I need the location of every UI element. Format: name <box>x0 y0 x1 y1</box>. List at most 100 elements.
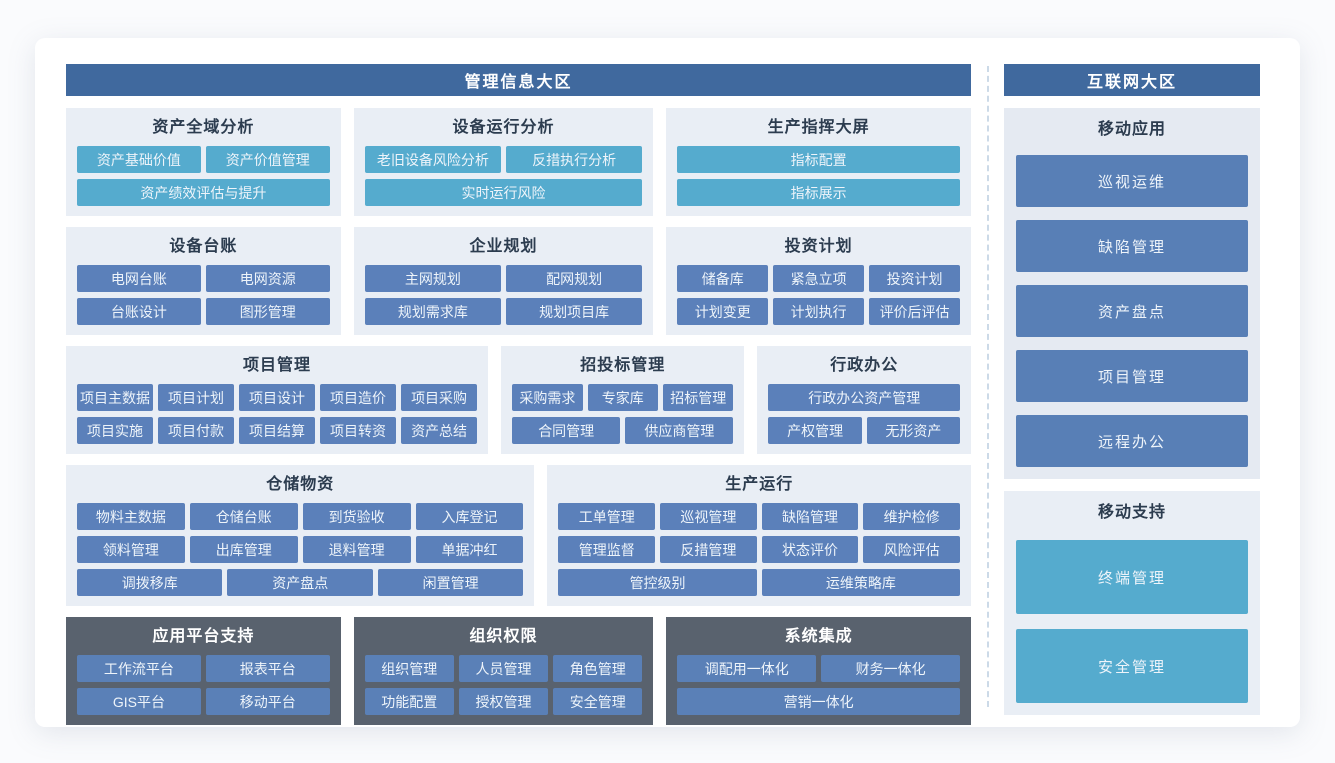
module-button[interactable]: 组织管理 <box>364 655 454 682</box>
module-button[interactable]: 营销一体化 <box>677 688 960 715</box>
button-row: 资产绩效评估与提升 <box>77 179 330 206</box>
module-button[interactable]: 规划项目库 <box>506 298 643 325</box>
module-button[interactable]: 报表平台 <box>205 655 330 682</box>
module-button[interactable]: 状态评价 <box>761 536 859 563</box>
module-button[interactable]: 项目设计 <box>239 384 316 411</box>
module-button[interactable]: 计划变更 <box>677 298 769 325</box>
module-button[interactable]: 财务一体化 <box>821 655 960 682</box>
module-section: 生产运行工单管理巡视管理缺陷管理维护检修管理监督反措管理状态评价风险评估管控级别… <box>547 465 971 606</box>
button-row: 项目主数据项目计划项目设计项目造价项目采购 <box>77 384 478 411</box>
module-button[interactable]: 调配用一体化 <box>677 655 817 682</box>
module-button[interactable]: 退料管理 <box>302 536 411 563</box>
module-button[interactable]: 缺陷管理 <box>761 503 859 530</box>
module-button[interactable]: 物料主数据 <box>77 503 185 530</box>
module-button[interactable]: 项目实施 <box>77 417 154 444</box>
button-row: 物料主数据仓储台账到货验收入库登记 <box>77 503 524 530</box>
module-button[interactable]: 闲置管理 <box>377 569 524 596</box>
module-row: 仓储物资物料主数据仓储台账到货验收入库登记领料管理出库管理退料管理单据冲红调拨移… <box>66 465 971 606</box>
module-button[interactable]: 项目付款 <box>158 417 235 444</box>
module-button[interactable]: 工单管理 <box>558 503 656 530</box>
module-button[interactable]: 反措管理 <box>660 536 757 563</box>
module-button[interactable]: 图形管理 <box>205 298 330 325</box>
module-button[interactable]: 无形资产 <box>866 417 961 444</box>
module-button[interactable]: 入库登记 <box>415 503 524 530</box>
module-button[interactable]: 专家库 <box>587 384 659 411</box>
module-button[interactable]: 安全管理 <box>553 688 643 715</box>
module-button[interactable]: GIS平台 <box>77 688 201 715</box>
module-button[interactable]: 项目主数据 <box>77 384 154 411</box>
button-row: 营销一体化 <box>677 688 960 715</box>
module-section: 组织权限组织管理人员管理角色管理功能配置授权管理安全管理 <box>353 617 654 725</box>
module-button[interactable]: 资产基础价值 <box>77 146 201 173</box>
module-button[interactable]: 巡视运维 <box>1016 155 1248 207</box>
section-title: 移动应用 <box>1097 121 1166 138</box>
module-button[interactable]: 调拨移库 <box>77 569 223 596</box>
module-button[interactable]: 仓储台账 <box>189 503 298 530</box>
module-button[interactable]: 功能配置 <box>364 688 454 715</box>
module-button[interactable]: 风险评估 <box>863 536 960 563</box>
module-row: 项目管理项目主数据项目计划项目设计项目造价项目采购项目实施项目付款项目结算项目转… <box>66 346 971 454</box>
module-button[interactable]: 老旧设备风险分析 <box>364 146 502 173</box>
module-button[interactable]: 台账设计 <box>77 298 201 325</box>
module-button[interactable]: 项目转资 <box>320 417 397 444</box>
module-button[interactable]: 配网规划 <box>506 265 643 292</box>
module-button[interactable]: 供应商管理 <box>625 417 734 444</box>
module-button[interactable]: 投资计划 <box>869 265 961 292</box>
module-button[interactable]: 维护检修 <box>863 503 960 530</box>
module-button[interactable]: 产权管理 <box>768 417 862 444</box>
module-button[interactable]: 到货验收 <box>302 503 411 530</box>
module-button[interactable]: 项目管理 <box>1016 350 1248 402</box>
module-button[interactable]: 远程办公 <box>1016 415 1248 467</box>
module-button[interactable]: 招标管理 <box>663 384 734 411</box>
module-button[interactable]: 资产价值管理 <box>205 146 330 173</box>
module-button[interactable]: 管控级别 <box>558 569 757 596</box>
module-button[interactable]: 采购需求 <box>512 384 583 411</box>
internet-zone: 互联网大区 移动应用巡视运维缺陷管理资产盘点项目管理远程办公移动支持终端管理安全… <box>1004 64 1260 715</box>
module-button[interactable]: 项目造价 <box>320 384 397 411</box>
module-button[interactable]: 合同管理 <box>512 417 621 444</box>
module-button[interactable]: 运维策略库 <box>761 569 961 596</box>
module-button[interactable]: 实时运行风险 <box>364 179 643 206</box>
section-title: 组织权限 <box>469 628 538 645</box>
module-button[interactable]: 电网资源 <box>205 265 330 292</box>
module-button[interactable]: 终端管理 <box>1016 540 1248 614</box>
section-title: 项目管理 <box>243 357 312 374</box>
module-button[interactable]: 巡视管理 <box>660 503 757 530</box>
module-button[interactable]: 移动平台 <box>205 688 330 715</box>
module-button[interactable]: 项目计划 <box>158 384 235 411</box>
module-button[interactable]: 项目结算 <box>239 417 316 444</box>
zone-divider <box>987 66 989 707</box>
module-button[interactable]: 单据冲红 <box>415 536 524 563</box>
module-button[interactable]: 规划需求库 <box>364 298 502 325</box>
module-button[interactable]: 角色管理 <box>553 655 643 682</box>
module-button[interactable]: 资产盘点 <box>1016 285 1248 337</box>
module-button[interactable]: 资产总结 <box>401 417 478 444</box>
module-button[interactable]: 储备库 <box>677 265 769 292</box>
module-button[interactable]: 行政办公资产管理 <box>768 384 960 411</box>
module-button[interactable]: 项目采购 <box>401 384 478 411</box>
module-button[interactable]: 授权管理 <box>458 688 549 715</box>
module-button[interactable]: 紧急立项 <box>773 265 865 292</box>
module-button[interactable]: 管理监督 <box>558 536 656 563</box>
module-button[interactable]: 计划执行 <box>773 298 865 325</box>
button-row: 管控级别运维策略库 <box>558 569 961 596</box>
module-button[interactable]: 电网台账 <box>77 265 201 292</box>
module-button[interactable]: 安全管理 <box>1016 629 1248 703</box>
module-button[interactable]: 出库管理 <box>189 536 298 563</box>
module-button[interactable]: 工作流平台 <box>77 655 201 682</box>
module-button[interactable]: 缺陷管理 <box>1016 220 1248 272</box>
module-button[interactable]: 反措执行分析 <box>506 146 643 173</box>
module-button[interactable]: 领料管理 <box>77 536 185 563</box>
module-button[interactable]: 资产绩效评估与提升 <box>77 179 330 206</box>
module-button[interactable]: 指标配置 <box>677 146 960 173</box>
button-row: 资产基础价值资产价值管理 <box>77 146 330 173</box>
button-row: 产权管理无形资产 <box>768 417 961 444</box>
module-button[interactable]: 资产盘点 <box>227 569 373 596</box>
module-button[interactable]: 人员管理 <box>458 655 549 682</box>
module-button[interactable]: 评价后评估 <box>869 298 961 325</box>
section-title: 生产运行 <box>725 476 794 493</box>
module-button[interactable]: 指标展示 <box>677 179 960 206</box>
module-button[interactable]: 主网规划 <box>364 265 502 292</box>
button-row: 工单管理巡视管理缺陷管理维护检修 <box>558 503 960 530</box>
button-row: 实时运行风险 <box>364 179 643 206</box>
